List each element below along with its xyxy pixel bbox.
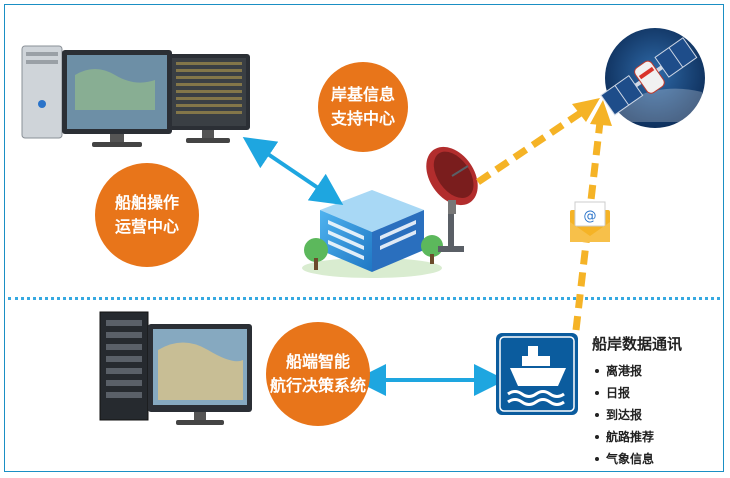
node-label-line: 运营中心 xyxy=(114,217,179,236)
server-workstation-icon xyxy=(99,311,252,425)
svg-text:@: @ xyxy=(584,209,597,224)
diagram-frame xyxy=(4,4,724,472)
ship-decision-system-node: 船端智能 航行决策系统 xyxy=(266,322,370,426)
ship-ops-center-node: 船舶操作 运营中心 xyxy=(95,163,199,267)
node-label-line: 船舶操作 xyxy=(114,193,179,212)
building-icon xyxy=(302,190,443,278)
comm-item: 日报 xyxy=(592,382,722,404)
ops-building-link-arrow xyxy=(242,137,344,205)
comm-item: 航路推荐 xyxy=(592,426,722,448)
satellite-dish-icon xyxy=(426,146,478,252)
satellite-icon xyxy=(600,28,705,128)
email-envelope-icon: @ xyxy=(570,201,610,242)
comm-item: 气象信息 xyxy=(592,448,722,470)
ship-icon xyxy=(496,333,578,415)
node-label-line: 航行决策系统 xyxy=(269,376,366,395)
desktop-monitors-icon xyxy=(21,45,250,147)
comm-item: 离港报 xyxy=(592,360,722,382)
ship-shore-comm-panel: 船岸数据通讯 离港报 日报 到达报 航路推荐 气象信息 xyxy=(592,333,722,470)
node-label-line: 船端智能 xyxy=(285,352,350,371)
shore-support-center-node: 岸基信息 支持中心 xyxy=(318,62,408,152)
comm-item-list: 离港报 日报 到达报 航路推荐 气象信息 xyxy=(592,360,722,470)
comm-item: 到达报 xyxy=(592,404,722,426)
node-label-line: 岸基信息 xyxy=(330,85,395,104)
node-label-line: 支持中心 xyxy=(330,109,395,128)
comm-panel-title: 船岸数据通讯 xyxy=(592,335,683,353)
ship-satellite-arrow xyxy=(572,100,612,331)
dish-satellite-arrow xyxy=(476,98,600,185)
shore-ship-divider xyxy=(8,297,720,300)
